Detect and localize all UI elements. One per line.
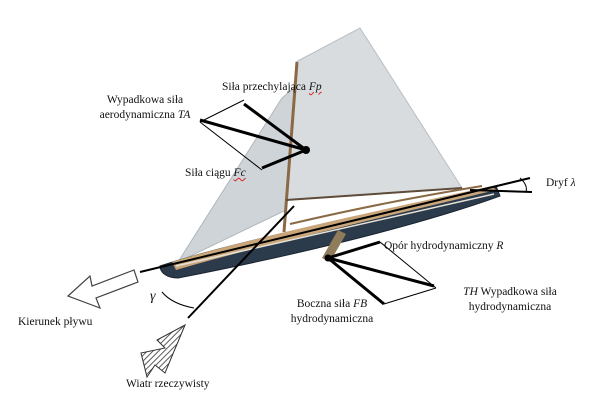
force-arrow-fc <box>261 148 307 170</box>
label-boczna: Boczna siła FB hydrodynamiczna <box>276 297 388 327</box>
label-sila-przechylajaca-sym: Fp <box>308 81 322 93</box>
triangle-h-side-bottom <box>383 287 437 305</box>
gamma-angle-arc <box>161 291 195 309</box>
label-boczna-sym: FB <box>353 298 368 310</box>
boom <box>285 187 463 201</box>
label-wypadkowa-hydro-line1-text: Wypadkowa siła <box>477 286 557 298</box>
label-boczna-line2: hydrodynamiczna <box>290 313 374 325</box>
force-arrow-fp <box>243 102 307 152</box>
label-wypadkowa-hydro-line1: TH Wypadkowa siła <box>440 285 580 300</box>
label-opor-text: Opór hydrodynamiczny <box>384 240 497 252</box>
label-dryf: Dryf λ <box>546 176 576 191</box>
force-arrow-th <box>327 256 435 288</box>
hull-axis-line <box>139 177 531 273</box>
label-wypadkowa-hydro-line2: hydrodynamiczna <box>468 301 552 313</box>
label-wypadkowa-hydro: TH Wypadkowa siła hydrodynamiczna <box>440 285 580 315</box>
label-dryf-sym: λ <box>570 177 576 189</box>
label-kierunek: Kierunek pływu <box>18 316 93 328</box>
drift-reference-line <box>469 189 533 193</box>
force-arrow-r <box>327 240 381 260</box>
mainsail <box>285 27 463 201</box>
force-arrow-fb <box>327 256 385 306</box>
label-dryf-text: Dryf <box>546 177 571 189</box>
label-sila-ciagu: Siła ciągu Fc <box>185 166 246 181</box>
label-gamma: γ <box>150 289 156 304</box>
label-wypadkowa-aero-line1: Wypadkowa siła <box>106 94 184 106</box>
triangle-h-side-top <box>379 241 437 289</box>
label-opor: Opór hydrodynamiczny R <box>384 239 503 254</box>
label-boczna-line1: Boczna siła FB <box>276 297 388 312</box>
center-of-lateral-resistance <box>324 254 332 262</box>
label-wypadkowa-hydro-sym: TH <box>463 286 478 298</box>
label-boczna-line1-text: Boczna siła <box>296 298 354 310</box>
label-opor-sym: R <box>496 240 504 252</box>
flow-direction-arrow <box>66 269 139 310</box>
true-wind-line <box>187 205 295 319</box>
centerboard <box>322 230 346 262</box>
label-wypadkowa-aero: Wypadkowa siła aerodynamiczna TA <box>86 93 204 123</box>
label-sila-przechylajaca-text: Siła przechylająca <box>222 81 309 93</box>
true-wind-arrow <box>140 323 187 379</box>
label-wypadkowa-aero-line2: aerodynamiczna TA <box>86 108 204 123</box>
gunwale <box>289 185 483 225</box>
label-sila-przechylajaca: Siła przechylająca Fp <box>222 80 322 95</box>
force-arrow-ta <box>199 118 307 152</box>
label-wypadkowa-aero-line2-text: aerodynamiczna <box>99 109 178 121</box>
label-sila-ciagu-text: Siła ciągu <box>185 167 234 179</box>
label-wypadkowa-aero-sym: TA <box>177 109 191 121</box>
triangle-side-bottom <box>199 121 263 171</box>
label-sila-ciagu-sym: Fc <box>233 167 246 179</box>
center-of-effort <box>302 146 310 154</box>
drift-angle-arc <box>519 177 527 193</box>
hull-stripe <box>175 193 495 267</box>
triangle-side-top <box>199 99 245 123</box>
label-wiatr: Wiatr rzeczywisty <box>126 378 210 390</box>
